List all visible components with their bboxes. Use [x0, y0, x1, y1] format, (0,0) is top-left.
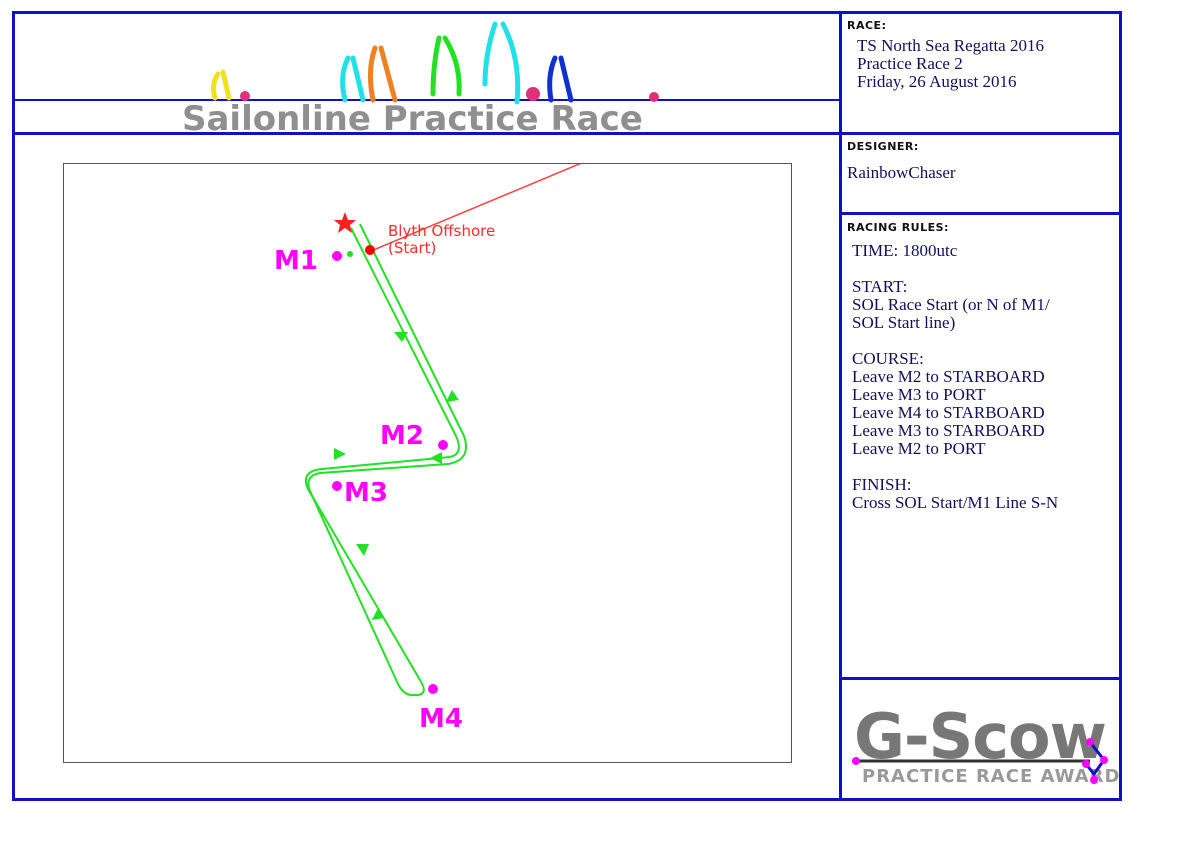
award-course-icon [1084, 741, 1106, 777]
start-label-sub: (Start) [388, 239, 436, 257]
mark-m4 [428, 684, 438, 694]
arrow [372, 608, 384, 620]
arrow [430, 452, 442, 464]
header-bottom-divider [12, 132, 839, 135]
arrow [394, 332, 408, 342]
course-svg: Blyth Offshore (Start) M1 M2 M3 M4 [274, 164, 582, 734]
award-subtitle: PRACTICE RACE AWARD [862, 766, 1119, 787]
mark-m3-label: M3 [344, 478, 388, 508]
mark-m1 [332, 251, 342, 261]
award-logo: G-Scow PRACTICE RACE AWARD [852, 700, 1119, 787]
rules-finish-heading: FINISH: [852, 475, 912, 494]
banner-dot [526, 87, 540, 101]
rules-course-item: Leave M4 to STARBOARD [852, 403, 1045, 422]
race-label: RACE: [847, 19, 887, 32]
race-event: TS North Sea Regatta 2016 [857, 36, 1044, 55]
rules-panel-divider [839, 677, 1122, 680]
rules-body: TIME: 1800utc START: SOL Race Start (or … [852, 242, 1114, 512]
rules-course-item: Leave M2 to STARBOARD [852, 367, 1045, 386]
course-map[interactable]: Blyth Offshore (Start) M1 M2 M3 M4 [63, 163, 792, 763]
banner-dot [649, 92, 659, 102]
designer-panel-divider [839, 212, 1122, 215]
rules-start-line: SOL Race Start (or N of M1/ [852, 295, 1050, 314]
designer-label: DESIGNER: [847, 140, 919, 153]
rules-start-heading: START: [852, 277, 908, 296]
rules-label: RACING RULES: [847, 221, 949, 234]
approach-line [370, 164, 582, 252]
sidebar-divider [839, 11, 842, 801]
race-panel-divider [839, 132, 1122, 135]
banner-dot [240, 91, 250, 101]
arrow [356, 544, 369, 556]
race-name: Practice Race 2 [857, 54, 963, 73]
start-star [334, 212, 356, 233]
page-frame [12, 11, 1122, 801]
rules-time: TIME: 1800utc [852, 241, 958, 260]
rules-finish-line: Cross SOL Start/M1 Line S-N [852, 493, 1059, 512]
course-arrows [334, 332, 459, 620]
start-point [365, 245, 375, 255]
arrow [334, 448, 346, 460]
race-date: Friday, 26 August 2016 [857, 72, 1017, 91]
route-start-dot [347, 251, 353, 257]
rules-course-item: Leave M2 to PORT [852, 439, 986, 458]
sails-logo [211, 21, 574, 105]
arrow [446, 390, 459, 402]
rules-course-item: Leave M3 to STARBOARD [852, 421, 1045, 440]
mark-m3 [332, 481, 342, 491]
rules-course-item: Leave M3 to PORT [852, 385, 986, 404]
start-label: Blyth Offshore [388, 222, 495, 240]
mark-m2 [438, 440, 448, 450]
course-route [304, 223, 467, 697]
rules-course-heading: COURSE: [852, 349, 924, 368]
designer-name: RainbowChaser [847, 163, 956, 182]
banner-title: Sailonline Practice Race [182, 99, 643, 132]
rules-start-line: SOL Start line) [852, 313, 956, 332]
mark-m2-label: M2 [380, 421, 424, 451]
mark-m4-label: M4 [419, 704, 463, 734]
header-banner: Sailonline Practice Race [15, 21, 839, 132]
mark-m1-label: M1 [274, 246, 318, 276]
